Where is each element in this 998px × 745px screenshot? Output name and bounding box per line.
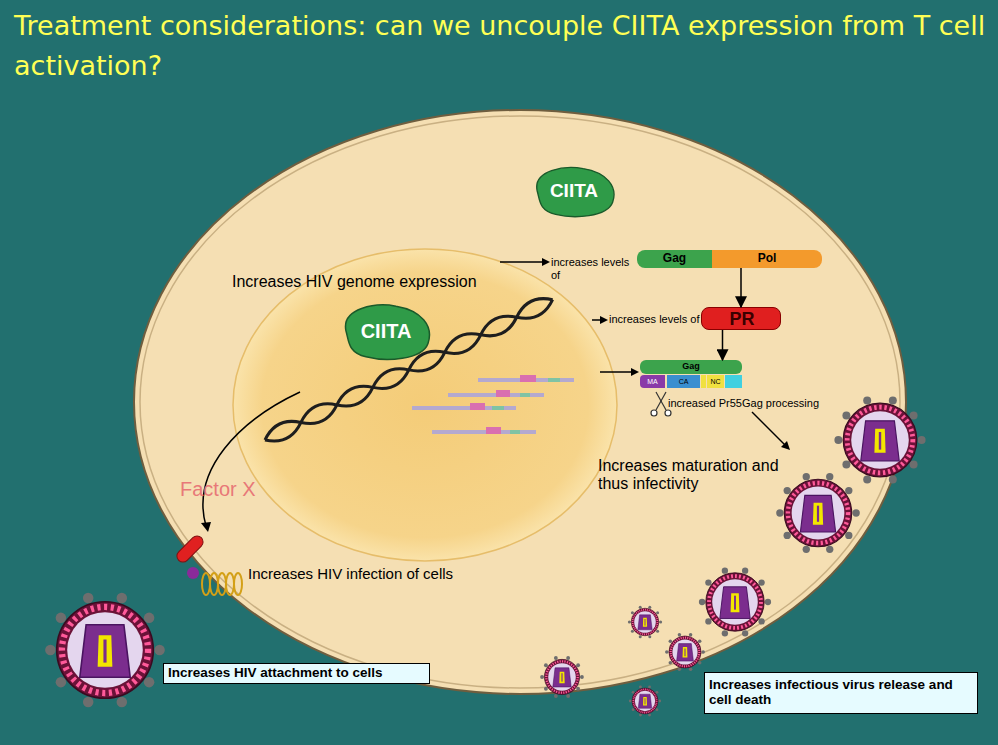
cell-membrane	[134, 110, 906, 694]
ciita-protein: CIITA	[528, 163, 620, 219]
node-text: Gag	[637, 250, 712, 268]
node-subtext: Pol	[712, 250, 822, 268]
mrna-strands	[412, 375, 574, 434]
gag-segment	[701, 375, 706, 388]
dna-helix	[261, 293, 556, 448]
nucleus	[233, 249, 617, 561]
effect-box: Increases infectious virus release and c…	[704, 672, 978, 714]
gag-precursor: GagMACA NC	[640, 360, 744, 390]
effect-box: Increases HIV attachment to cells	[163, 663, 430, 684]
annotation: increases levels of	[551, 256, 641, 281]
node-text: Gag	[640, 360, 742, 374]
node-text: PR	[702, 308, 782, 331]
flow-arrow	[722, 330, 724, 360]
flow-arrow	[740, 268, 742, 307]
pathway-arrows	[203, 262, 786, 526]
node-subtext: CA	[667, 375, 700, 388]
node-text: Increases HIV attachment to cells	[164, 664, 429, 683]
node-text: CIITA	[336, 300, 436, 362]
factor-label: Factor X	[180, 478, 290, 501]
title: Treatment considerations: can we uncoupl…	[14, 6, 998, 86]
ciita-protein: CIITA	[336, 300, 436, 362]
annotation: Increases maturation and thus infectivit…	[598, 457, 788, 494]
receptor	[174, 533, 242, 595]
annotation: Increases HIV infection of cells	[248, 565, 528, 582]
node-text: CIITA	[528, 163, 620, 219]
gag-segment	[725, 375, 742, 388]
cell-membrane-inner	[140, 116, 900, 688]
gag-pol-precursor: GagPol	[637, 250, 822, 268]
annotation: increases levels of	[609, 313, 701, 326]
node-subtext: NC	[707, 375, 724, 388]
protease-box: PR	[701, 307, 781, 330]
node-text: Increases infectious virus release and c…	[705, 673, 977, 713]
virions	[45, 396, 925, 716]
annotation: increased Pr55Gag processing	[668, 397, 838, 410]
node-subtext: MA	[640, 375, 665, 388]
annotation: Increases HIV genome expression	[232, 273, 512, 291]
arrow-heads	[201, 258, 790, 532]
